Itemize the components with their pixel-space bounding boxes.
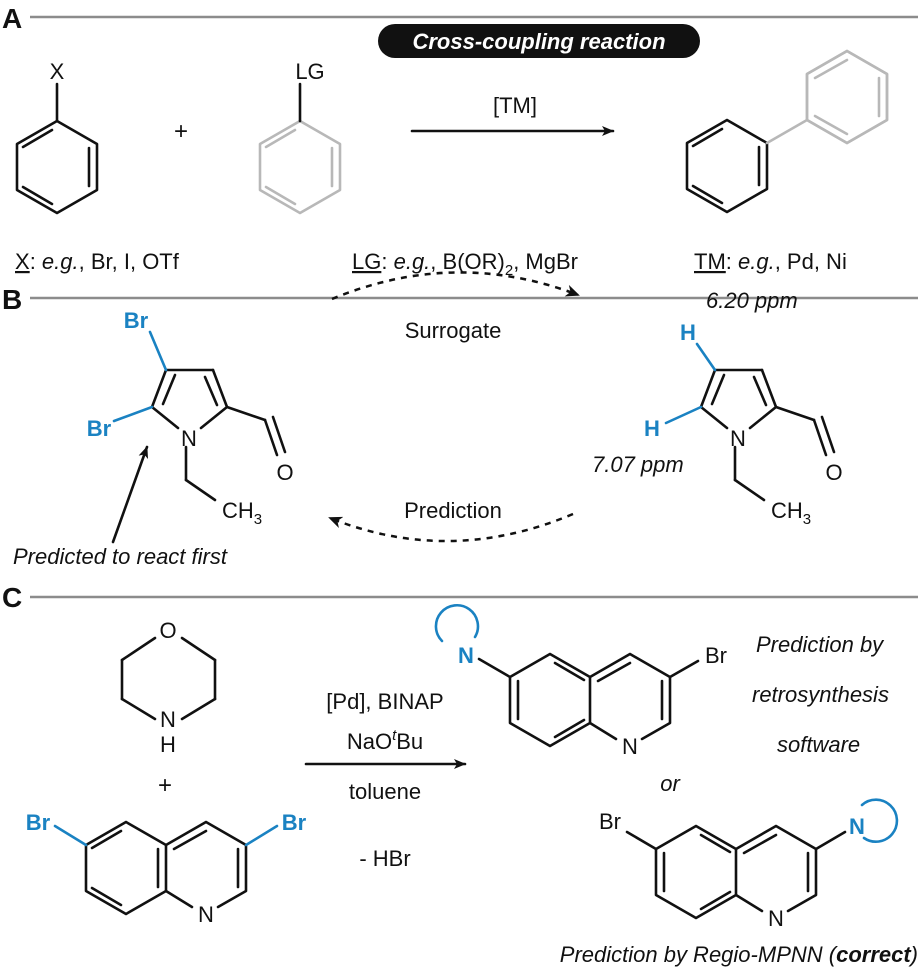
title-pill: [378, 24, 700, 58]
condition-solvent: toluene: [349, 779, 421, 804]
n-amine-product2: N: [849, 814, 865, 839]
panel-letter-b: B: [2, 284, 22, 315]
pyrrole-surrogate-structure: H H 6.20 ppm 7.07 ppm N O CH3: [592, 288, 843, 528]
h-top-label: H: [680, 320, 696, 345]
h-morpholine: H: [160, 732, 176, 757]
n-pyrrole-right: N: [730, 426, 746, 451]
lg-label: LG: [295, 59, 324, 84]
panel-letter-c: C: [2, 582, 22, 613]
panel-letter-a: A: [2, 3, 22, 34]
dibromoquinoline-structure: Br Br N: [26, 810, 307, 927]
retro-prediction-line3: software: [777, 732, 860, 757]
predicted-first-label: Predicted to react first: [13, 544, 228, 569]
n-morpholine: N: [160, 707, 176, 732]
condition-catalyst: [Pd], BINAP: [326, 689, 443, 714]
x-definition: X: e.g., Br, I, OTf: [15, 249, 180, 274]
dibromopyrrole-structure: Br Br N O CH3: [87, 308, 294, 528]
aryl-halide-structure: X: [15, 59, 99, 215]
biaryl-product-structure: [685, 49, 889, 214]
condition-base: NaOtBu: [347, 727, 423, 754]
h-left-label: H: [644, 416, 660, 441]
shift-top-label: 6.20 ppm: [706, 288, 798, 313]
panel-b: B Br Br N O CH3 Surrogate P: [2, 271, 918, 569]
n-quinoline-product1: N: [622, 734, 638, 759]
panel-c: C O N H + Br Br: [2, 582, 918, 967]
lg-definition: LG: e.g., B(OR)2, MgBr: [352, 249, 578, 279]
n-amine-product1: N: [458, 643, 474, 668]
mpnn-prediction-label: Prediction by Regio-MPNN (correct): [560, 942, 918, 967]
catalyst-label: [TM]: [493, 93, 537, 118]
or-label: or: [660, 771, 681, 796]
ch3-left: CH3: [222, 498, 262, 528]
shift-left-label: 7.07 ppm: [592, 452, 684, 477]
n-quinoline-product2: N: [768, 906, 784, 931]
morpholine-structure: O N H: [120, 618, 217, 757]
panel-a-title: Cross-coupling reaction: [412, 29, 665, 54]
panel-a: A Cross-coupling reaction X + LG [TM]: [2, 3, 918, 279]
n-pyrrole-left: N: [181, 426, 197, 451]
prediction-label: Prediction: [404, 498, 502, 523]
br-product2: Br: [599, 809, 621, 834]
br-3-label: Br: [282, 810, 307, 835]
surrogate-label: Surrogate: [405, 318, 502, 343]
plus-sign-c: +: [158, 772, 172, 799]
product-3-amino-structure: Br N N: [599, 798, 899, 931]
surrogate-arrow: [331, 271, 580, 301]
o-morpholine: O: [159, 618, 176, 643]
ch3-right: CH3: [771, 498, 811, 528]
o-aldehyde-right: O: [825, 460, 842, 485]
br-left-label: Br: [87, 416, 112, 441]
amine-ring-arc-1: [434, 603, 480, 643]
retro-prediction-line2: retrosynthesis: [752, 682, 889, 707]
o-aldehyde-left: O: [276, 460, 293, 485]
retro-prediction-line1: Prediction by: [756, 632, 885, 657]
br-product1: Br: [705, 643, 727, 668]
br-top-label: Br: [124, 308, 149, 333]
prediction-arrow: [328, 512, 574, 543]
tm-definition: TM: e.g., Pd, Ni: [694, 249, 847, 274]
plus-sign: +: [174, 118, 188, 145]
x-label: X: [50, 59, 65, 84]
predicted-first-arrow: [111, 445, 149, 544]
n-quinoline-sm: N: [198, 902, 214, 927]
amine-ring-arc-2: [860, 798, 899, 843]
organometallic-structure: LG: [258, 59, 342, 215]
condition-byproduct: - HBr: [359, 846, 410, 871]
product-6-amino-structure: N Br N: [434, 603, 727, 759]
br-6-label: Br: [26, 810, 51, 835]
